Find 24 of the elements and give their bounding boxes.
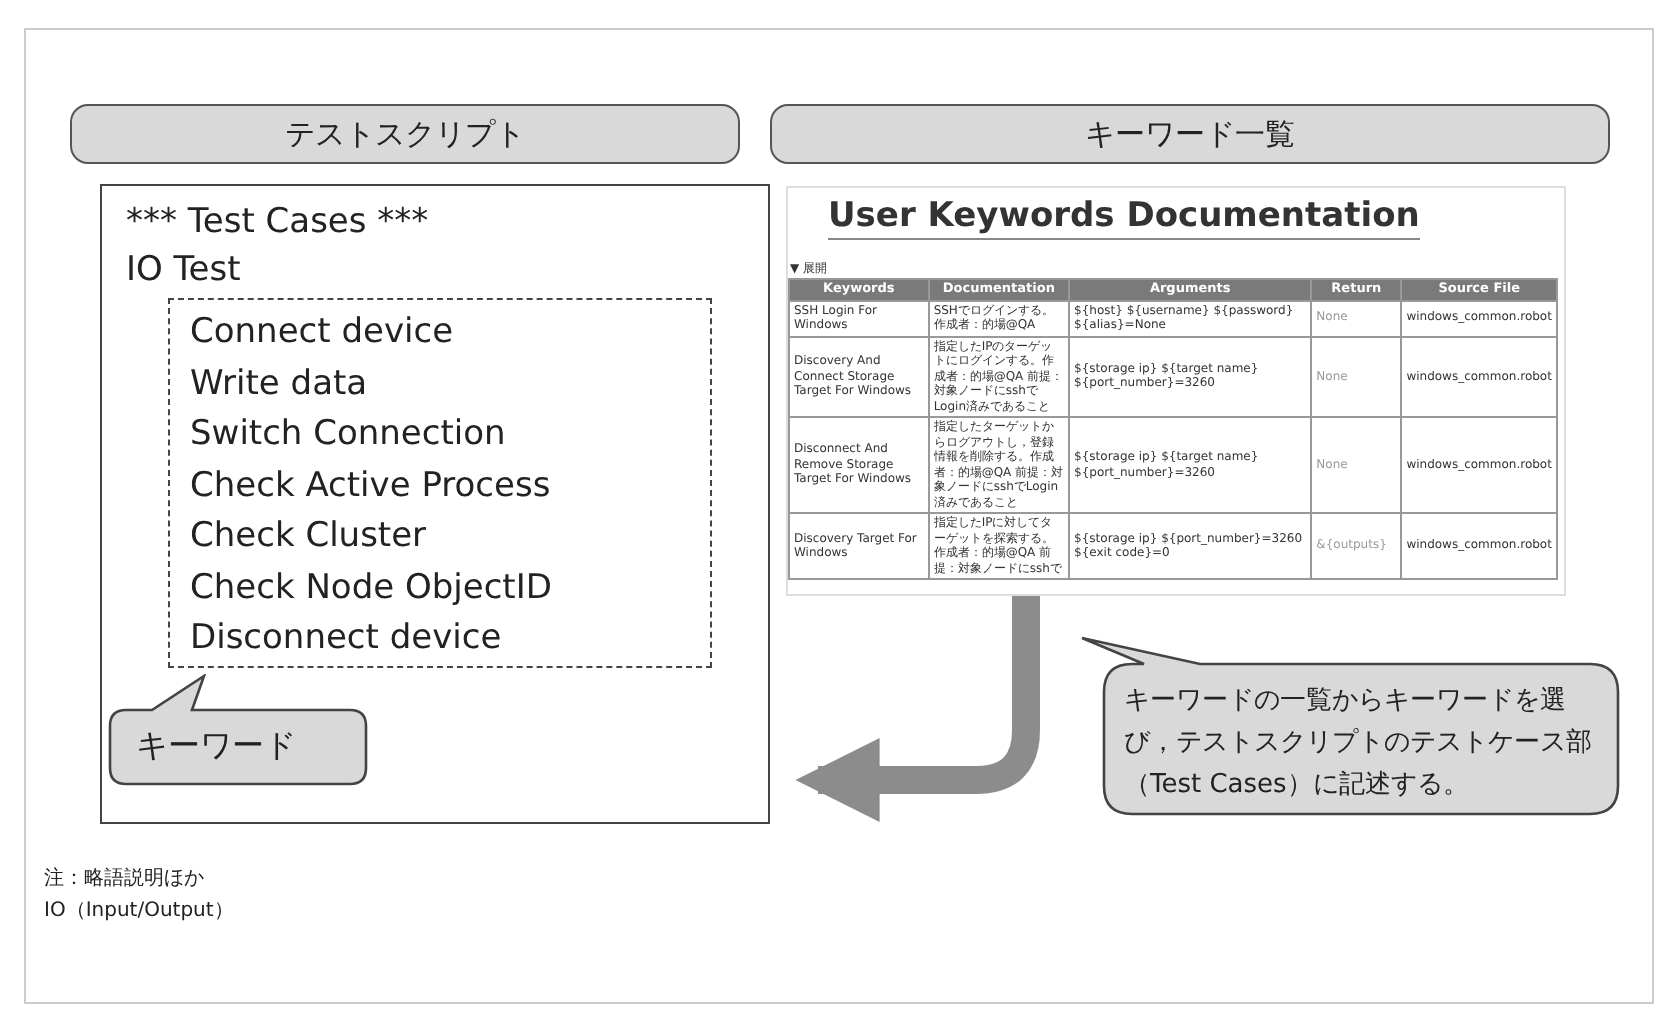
keyword-text: Check Cluster <box>190 514 427 560</box>
callout-text: キーワード <box>136 726 296 768</box>
panel-header <box>770 104 1610 164</box>
section-heading: *** Test Cases *** <box>126 200 429 246</box>
panel-header <box>70 104 740 164</box>
keyword-callout <box>108 674 368 786</box>
keyword-text: Connect device <box>190 310 454 356</box>
keyword-text: Switch Connection <box>190 412 506 458</box>
header-text: キーワード一覧 <box>1085 115 1295 153</box>
instruction-callout <box>1080 636 1620 816</box>
callout-text: キーワードの一覧からキーワードを選び，テストスクリプトのテストケース部（Test Cases）に記述する。 <box>1124 684 1594 804</box>
keyword-text: Write data <box>190 361 368 407</box>
keyword-documentation-screenshot <box>786 186 1566 596</box>
test-case-name: IO Test <box>126 248 241 294</box>
footnote: 注：略語説明ほか <box>44 865 204 892</box>
keyword-text: Check Node ObjectID <box>190 565 552 611</box>
header-text: テストスクリプト <box>285 115 525 153</box>
keyword-text: Check Active Process <box>190 463 551 509</box>
footnote: IO（Input/Output） <box>44 898 234 924</box>
keyword-group <box>168 298 712 668</box>
curved-arrow <box>795 596 1040 822</box>
script-document <box>100 184 770 824</box>
keyword-text: Disconnect device <box>190 616 502 662</box>
page-title: User Keywords Documentation <box>828 196 1420 240</box>
